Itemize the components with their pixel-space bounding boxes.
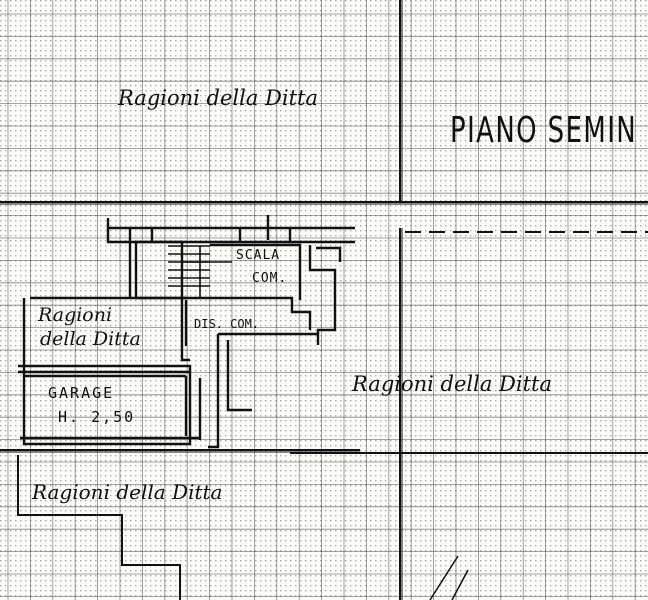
label-scala-line2: COM.: [252, 271, 288, 286]
label-garage: GARAGE: [48, 384, 115, 402]
floor-title: PIANO SEMIN: [450, 110, 638, 151]
label-right-area: Ragioni della Ditta: [352, 372, 552, 396]
stray-pen-marks: [429, 555, 469, 600]
label-garage-height: H. 2,50: [58, 408, 136, 426]
label-dis-com: DIS. COM.: [194, 317, 260, 331]
building-walls: [18, 215, 355, 449]
label-left-room-line1: Ragioni: [38, 304, 113, 326]
label-top-left-area: Ragioni della Ditta: [118, 86, 318, 110]
label-scala-line1: SCALA: [236, 248, 281, 263]
label-left-room-line2: della Ditta: [40, 328, 141, 350]
label-bottom-area: Ragioni della Ditta: [32, 480, 223, 504]
